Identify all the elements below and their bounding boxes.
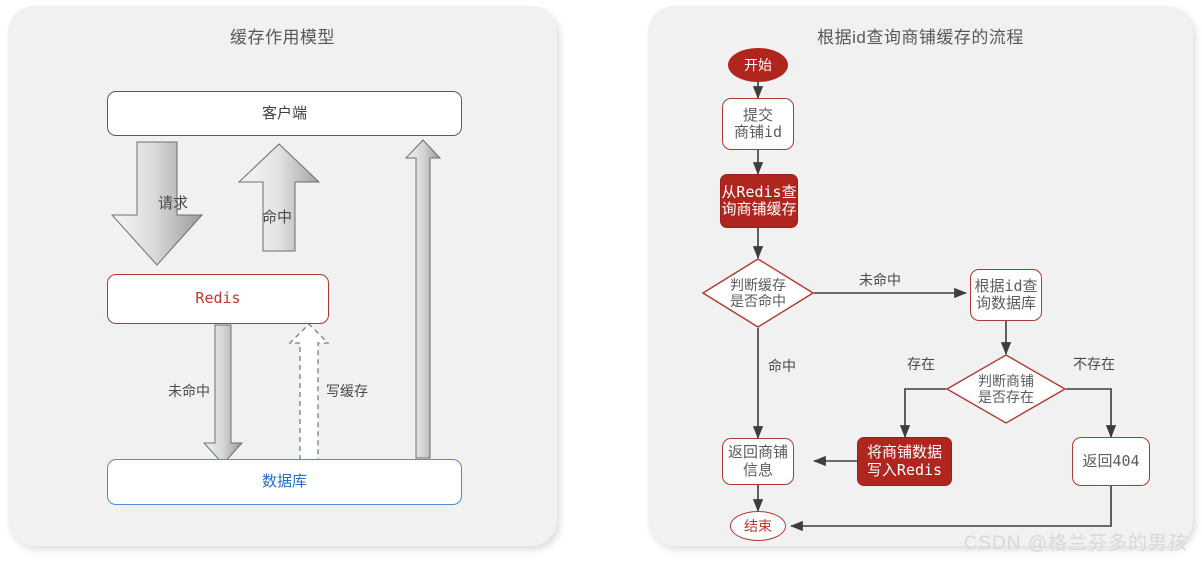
left-panel-title: 缓存作用模型 [230,28,335,47]
query-db-label: 根据id查 询数据库 [974,276,1038,312]
end-node[interactable]: 结束 [730,511,786,541]
end-node-label: 结束 [744,517,772,534]
database-box[interactable]: 数据库 [107,459,462,505]
decide-exist-diamond[interactable]: 判断商铺 是否存在 [946,354,1066,424]
return-shop-node[interactable]: 返回商铺 信息 [722,438,794,485]
write-cache-arrow [288,323,330,461]
query-redis-label: 从Redis查 询商铺缓存 [721,182,797,218]
hit-arrow [237,143,321,252]
edge-label-not-exists: 不存在 [1073,356,1115,372]
request-arrow [110,141,204,266]
decide-hit-diamond[interactable]: 判断缓存 是否命中 [702,258,814,328]
write-redis-node[interactable]: 将商铺数据 写入Redis [857,437,952,486]
client-box-label: 客户端 [261,104,307,122]
decide-hit-label: 判断缓存 是否命中 [730,276,786,309]
submit-id-label: 提交 商铺id [733,105,783,141]
edge-notexists-to-404 [1066,388,1117,438]
return-404-label: 返回404 [1082,451,1140,470]
write-cache-arrow-label: 写缓存 [326,383,368,399]
decide-exist-diamond-shape [946,354,1066,424]
db-to-client-arrow [404,139,442,459]
right-panel-title: 根据id查询商铺缓存的流程 [817,28,1024,47]
start-node-label: 开始 [744,56,772,73]
client-box[interactable]: 客户端 [107,91,462,136]
redis-box-label: Redis [195,289,241,308]
return-shop-label: 返回商铺 信息 [727,444,788,479]
decide-hit-diamond-shape [702,258,814,328]
database-box-label: 数据库 [261,473,307,491]
query-db-node[interactable]: 根据id查 询数据库 [970,269,1042,321]
edge-label-exists: 存在 [907,356,935,372]
submit-id-node[interactable]: 提交 商铺id [722,98,794,150]
edge-label-hit: 命中 [768,358,796,374]
hit-arrow-label: 命中 [262,209,293,226]
miss-arrow-label: 未命中 [168,383,210,399]
write-redis-label: 将商铺数据 写入Redis [866,443,943,479]
edge-exists-to-write-redis [899,388,946,438]
request-arrow-label: 请求 [158,195,189,212]
csdn-watermark: CSDN @格兰芬多的男孩 [963,533,1188,554]
decide-exist-label: 判断商铺 是否存在 [978,372,1034,405]
cache-model-panel: 缓存作用模型 [8,6,557,546]
edge-404-to-end [790,486,1112,532]
return-404-node[interactable]: 返回404 [1072,437,1150,486]
edge-label-miss: 未命中 [859,272,901,288]
redis-box[interactable]: Redis [107,274,329,324]
query-redis-node[interactable]: 从Redis查 询商铺缓存 [720,174,798,228]
start-node[interactable]: 开始 [728,48,788,82]
